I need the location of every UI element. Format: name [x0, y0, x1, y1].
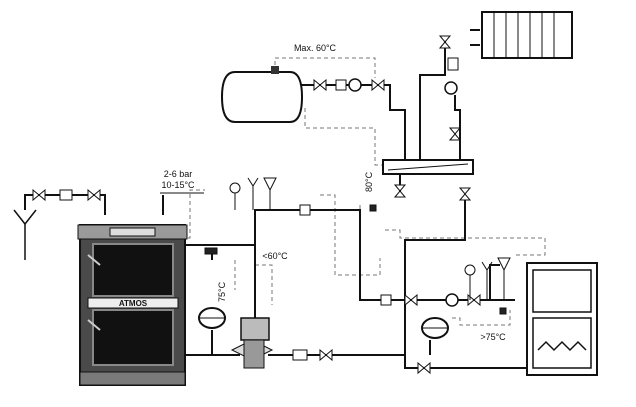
manifold	[382, 159, 474, 175]
valves	[32, 35, 481, 375]
mixing-valve	[230, 317, 274, 369]
brand-label: ATMOS	[119, 299, 148, 308]
temp-below-60-label: <60°C	[262, 251, 288, 261]
temp-above-75-label: >75°C	[480, 332, 506, 342]
radiator	[481, 11, 573, 59]
storage-tank	[526, 262, 598, 376]
max-temp-label: Max. 60°C	[294, 43, 337, 53]
fittings	[59, 57, 507, 361]
temp-80-label: 80°C	[364, 171, 374, 192]
pumps	[348, 78, 459, 307]
pressure-label: 2-6 bar	[164, 169, 193, 179]
temp-75-label: 75°C	[217, 281, 227, 302]
boiler: ATMOS	[77, 224, 188, 386]
inlet-temp-label: 10-15°C	[161, 180, 195, 190]
dhw-tank	[220, 66, 304, 123]
drain-funnel	[13, 209, 37, 260]
safety-group	[229, 177, 511, 300]
expansion-vessels	[198, 307, 449, 339]
